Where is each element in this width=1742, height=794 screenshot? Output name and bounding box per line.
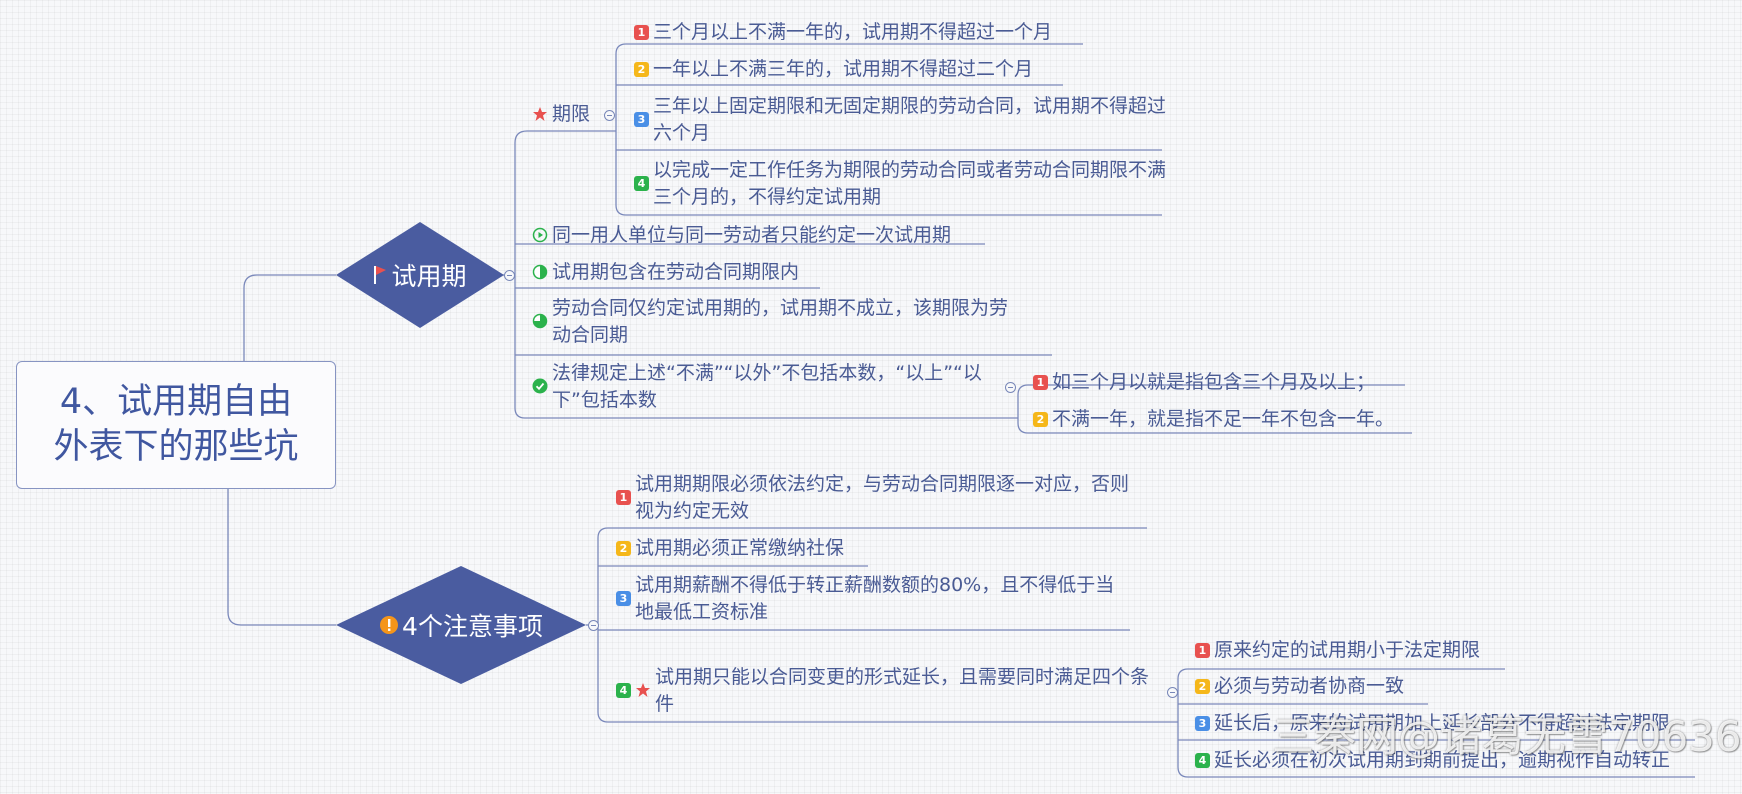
branch-notes[interactable]: 4个注意事项: [336, 566, 586, 684]
term-item-3-text: 三年以上固定期限和无固定期限的劳动合同，试用期不得超过六个月: [653, 95, 1167, 144]
trial-point-1-text: 同一用人单位与同一劳动者只能约定一次试用期: [552, 224, 952, 246]
condition-1-text: 原来约定的试用期小于法定期限: [1214, 639, 1481, 661]
law-sub-1[interactable]: 1 如三个月以就是指包含三个月及以上；: [1033, 369, 1375, 396]
priority-4-icon: 4: [634, 176, 649, 191]
note-item-1-text: 试用期期限必须依法约定，与劳动合同期限逐一对应，否则视为约定无效: [635, 473, 1130, 522]
condition-3-text: 延长后，原来的试用期加上延长部分不得超过法定期限: [1214, 712, 1671, 734]
term-node[interactable]: 期限: [532, 101, 590, 128]
trial-point-4-text: 法律规定上述“不满”“以外”不包括本数，“以上”“以下”包括本数: [552, 362, 982, 411]
condition-4[interactable]: 4 延长必须在初次试用期到期前提出，逾期视作自动转正: [1195, 747, 1670, 774]
watermark: 三秦网@诸葛无雪70636: [1272, 712, 1742, 761]
priority-1-icon: 1: [616, 490, 631, 505]
condition-2-text: 必须与劳动者协商一致: [1214, 675, 1405, 697]
trial-point-3-text: 劳动合同仅约定试用期的，试用期不成立，该期限为劳动合同期: [552, 297, 1009, 346]
law-sub-2-text: 不满一年，就是指不足一年不包含一年。: [1052, 408, 1395, 430]
law-sub-2[interactable]: 2 不满一年，就是指不足一年不包含一年。: [1033, 406, 1394, 433]
priority-2-icon: 2: [616, 541, 631, 556]
priority-2-icon: 2: [1033, 412, 1048, 427]
note-item-4[interactable]: 4 试用期只能以合同变更的形式延长，且需要同时满足四个条件: [616, 664, 1165, 718]
collapse-toggle-notes[interactable]: [588, 620, 599, 631]
term-item-2[interactable]: 2 一年以上不满三年的，试用期不得超过二个月: [634, 56, 1033, 83]
trial-point-2-text: 试用期包含在劳动合同期限内: [552, 261, 800, 283]
branch-trial-label: 试用期: [391, 262, 467, 291]
trial-point-3[interactable]: 劳动合同仅约定试用期的，试用期不成立，该期限为劳动合同期: [532, 295, 1022, 349]
check-circle-icon: [532, 378, 548, 394]
note-item-2[interactable]: 2 试用期必须正常缴纳社保: [616, 535, 844, 562]
trial-point-2[interactable]: 试用期包含在劳动合同期限内: [532, 259, 799, 286]
priority-3-icon: 3: [616, 591, 631, 606]
branch-notes-label: 4个注意事项: [402, 612, 543, 641]
priority-2-icon: 2: [1195, 679, 1210, 694]
term-item-4[interactable]: 4 以完成一定工作任务为期限的劳动合同或者劳动合同期限不满三个月的，不得约定试用…: [634, 157, 1173, 211]
diamond-shape: [336, 222, 504, 328]
condition-4-text: 延长必须在初次试用期到期前提出，逾期视作自动转正: [1214, 749, 1671, 771]
term-item-4-text: 以完成一定工作任务为期限的劳动合同或者劳动合同期限不满三个月的，不得约定试用期: [653, 159, 1167, 208]
condition-2[interactable]: 2 必须与劳动者协商一致: [1195, 673, 1404, 700]
term-item-1[interactable]: 1 三个月以上不满一年的，试用期不得超过一个月: [634, 19, 1052, 46]
collapse-toggle-law[interactable]: [1005, 382, 1016, 393]
priority-3-icon: 3: [634, 112, 649, 127]
progress-three-quarter-icon: [532, 313, 548, 329]
branch-trial[interactable]: 试用期: [336, 222, 504, 328]
condition-3[interactable]: 3 延长后，原来的试用期加上延长部分不得超过法定期限: [1195, 710, 1670, 737]
root-topic[interactable]: 4、试用期自由外表下的那些坑: [16, 361, 336, 489]
term-item-3[interactable]: 3 三年以上固定期限和无固定期限的劳动合同，试用期不得超过六个月: [634, 93, 1173, 147]
priority-2-icon: 2: [634, 62, 649, 77]
root-title: 4、试用期自由外表下的那些坑: [53, 382, 299, 467]
note-item-1[interactable]: 1 试用期期限必须依法约定，与劳动合同期限逐一对应，否则视为约定无效: [616, 471, 1145, 525]
note-item-3[interactable]: 3 试用期薪酬不得低于转正薪酬数额的80%，且不得低于当地最低工资标准: [616, 572, 1130, 626]
priority-1-icon: 1: [634, 25, 649, 40]
priority-1-icon: 1: [1033, 375, 1048, 390]
red-flag-icon: [374, 266, 387, 284]
collapse-toggle-trial[interactable]: [504, 270, 515, 281]
collapse-toggle-extend[interactable]: [1167, 687, 1178, 698]
trial-point-4[interactable]: 法律规定上述“不满”“以外”不包括本数，“以上”“以下”包括本数: [532, 360, 1007, 414]
priority-3-icon: 3: [1195, 716, 1210, 731]
progress-half-icon: [532, 264, 548, 280]
diamond-shape: [336, 566, 586, 684]
star-icon: [636, 683, 650, 697]
term-item-2-text: 一年以上不满三年的，试用期不得超过二个月: [653, 58, 1034, 80]
trial-point-1[interactable]: 同一用人单位与同一劳动者只能约定一次试用期: [532, 222, 951, 249]
note-item-2-text: 试用期必须正常缴纳社保: [635, 537, 845, 559]
law-sub-1-text: 如三个月以就是指包含三个月及以上；: [1052, 371, 1376, 393]
note-item-3-text: 试用期薪酬不得低于转正薪酬数额的80%，且不得低于当地最低工资标准: [635, 574, 1115, 623]
priority-1-icon: 1: [1195, 643, 1210, 658]
priority-4-icon: 4: [616, 683, 631, 698]
warning-icon: [380, 616, 399, 634]
star-icon: [533, 107, 547, 121]
note-item-4-text: 试用期只能以合同变更的形式延长，且需要同时满足四个条件: [655, 666, 1150, 715]
term-item-1-text: 三个月以上不满一年的，试用期不得超过一个月: [653, 21, 1053, 43]
play-circle-icon: [532, 227, 548, 243]
collapse-toggle-term[interactable]: [604, 110, 615, 121]
priority-4-icon: 4: [1195, 753, 1210, 768]
term-label: 期限: [552, 103, 591, 125]
condition-1[interactable]: 1 原来约定的试用期小于法定期限: [1195, 637, 1480, 664]
